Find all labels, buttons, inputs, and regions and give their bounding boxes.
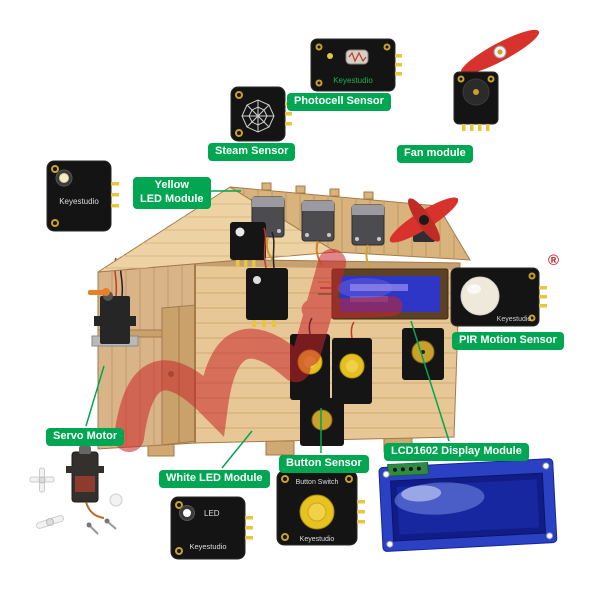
- roof-motor-modules: [251, 196, 385, 270]
- watermark: [114, 248, 403, 453]
- lcd-pin-header: [387, 461, 429, 477]
- lcd1602-photo: [378, 455, 561, 559]
- callout-pir-motion-sensor: PIR Motion Sensor: [452, 332, 564, 350]
- button-sensor-photo: Button Switch Keyestudio: [276, 470, 368, 555]
- fan-module-photo: [452, 70, 504, 137]
- callout-yellow-led-line1: Yellow: [154, 179, 189, 191]
- wall-bottom-module: [300, 398, 344, 446]
- photocell-led: [327, 53, 333, 59]
- photocell-sensor-photo: Keyestudio: [310, 36, 404, 99]
- servo-round-horn: [109, 493, 123, 507]
- callout-button-sensor: Button Sensor: [279, 455, 369, 473]
- brand-text: Keyestudio: [59, 197, 99, 206]
- roof-fan-propeller: [389, 197, 459, 243]
- wall-buzzer-module: [402, 328, 444, 380]
- callout-lcd1602-module: LCD1602 Display Module: [384, 443, 529, 461]
- servo-arm-horn: [36, 515, 64, 529]
- steam-web-pattern: [241, 99, 275, 133]
- pir-dome: [460, 276, 500, 316]
- house-servo-motor: [88, 257, 139, 347]
- callout-steam-sensor: Steam Sensor: [208, 143, 296, 161]
- servo-cross-horn: [29, 467, 55, 493]
- brand-text: Keyestudio: [189, 542, 226, 551]
- servo-motor-photo: [26, 446, 132, 545]
- wall-led-module: [246, 227, 288, 327]
- button-switch-label: Button Switch: [296, 479, 339, 486]
- callout-white-led-module: White LED Module: [159, 470, 270, 488]
- callout-servo-motor: Servo Motor: [46, 428, 125, 446]
- callout-fan-module: Fan module: [397, 145, 473, 163]
- callout-lines: [85, 190, 450, 469]
- gable-sensor-module: [230, 222, 266, 267]
- pir-sensor-photo: Keyestudio: [450, 264, 552, 337]
- fan-propeller-photo: [448, 18, 548, 87]
- white-led-module-photo: LED Keyestudio: [170, 496, 256, 569]
- steam-sensor-photo: [230, 86, 294, 149]
- callout-photocell-sensor: Photocell Sensor: [287, 93, 391, 111]
- servo-screws: [89, 521, 117, 535]
- brand-text: Keyestudio: [300, 536, 335, 543]
- yellow-led-module-photo: Keyestudio: [46, 160, 122, 239]
- brand-text: Keyestudio: [497, 316, 532, 323]
- led-label: LED: [204, 509, 220, 518]
- brand-text: Keyestudio: [333, 76, 373, 85]
- registered-mark: ®: [548, 252, 560, 269]
- callout-yellow-led-line2: LED Module: [140, 192, 204, 205]
- callout-yellow-led-module: Yellow LED Module: [133, 177, 211, 209]
